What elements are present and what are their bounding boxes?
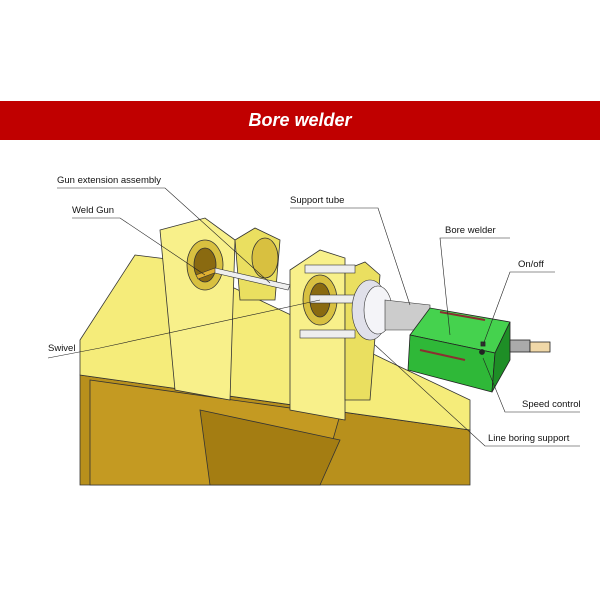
- page-title: Bore welder: [248, 110, 352, 130]
- label-bore-welder: Bore welder: [445, 225, 496, 236]
- label-swivel: Swivel: [48, 343, 76, 354]
- label-speed-control: Speed control: [522, 399, 581, 410]
- label-weld-gun: Weld Gun: [72, 205, 115, 216]
- speed-control-knob-icon: [479, 349, 485, 355]
- weld-gun-and-extension: [195, 267, 291, 291]
- label-on-off: On/off: [518, 259, 544, 270]
- label-support-tube: Support tube: [290, 195, 345, 206]
- label-gun-extension-assembly: Gun extension assembly: [57, 175, 162, 186]
- title-banner: Bore welder: [0, 101, 600, 140]
- label-line-boring-support: Line boring support: [488, 433, 570, 444]
- on-off-switch-icon: [480, 341, 486, 347]
- bore-welder-unit: [407, 307, 551, 393]
- leader-lines: [47, 187, 580, 447]
